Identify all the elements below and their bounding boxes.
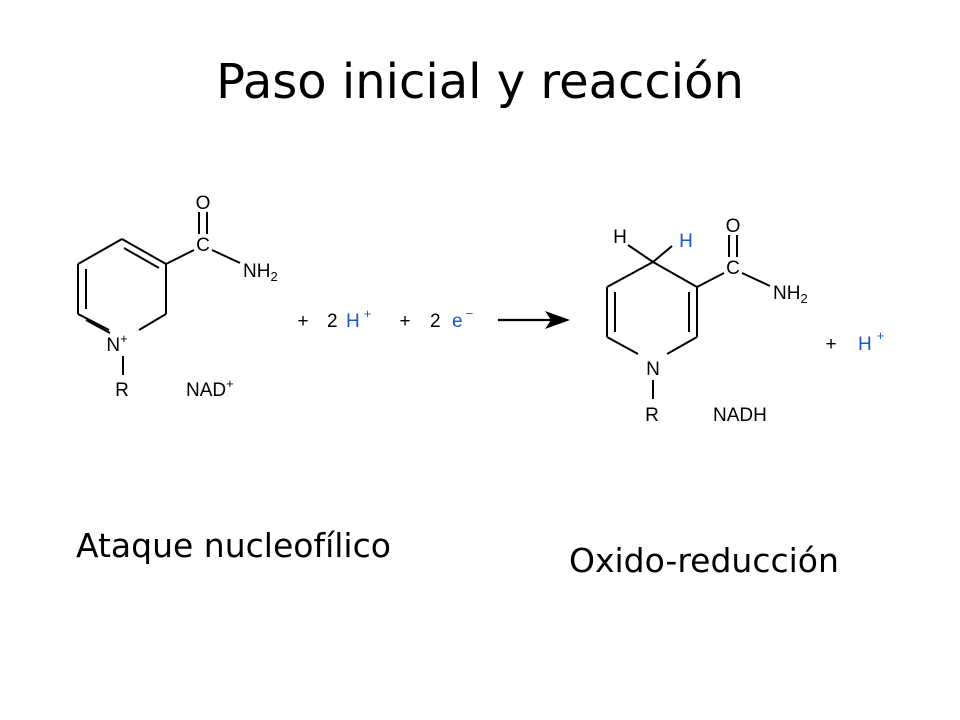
slide-title: Paso inicial y reacción	[216, 54, 744, 110]
equation-terms: + 2 H+ + 2 e−	[297, 306, 473, 332]
byproduct-proton-charge: +	[877, 328, 885, 343]
plus-sign-1: +	[297, 311, 308, 332]
proton-coefficient: 2	[327, 311, 338, 332]
electron-label: e	[452, 311, 463, 332]
proton-label: H	[346, 311, 360, 332]
nadh-atom-nh: NH2	[773, 283, 808, 306]
nadh-structure: H H O C NH2 N R NADH	[606, 216, 808, 426]
byproduct-proton-label: H	[858, 334, 872, 355]
nadh-atom-n: N	[646, 359, 660, 380]
nadh-atom-c: C	[726, 258, 740, 279]
proton-term: H+	[346, 306, 371, 332]
nad-n-charge: +	[120, 331, 128, 346]
nad-ring-bonds	[77, 212, 241, 375]
nad-atom-nh: NH2	[243, 261, 278, 284]
nadh-ring-bonds	[606, 235, 771, 399]
electron-term: e−	[452, 306, 473, 332]
electron-charge: −	[466, 306, 474, 321]
nad-atom-o: O	[196, 193, 211, 214]
plus-sign-2: +	[399, 311, 410, 332]
electron-coefficient: 2	[430, 311, 441, 332]
nadh-atom-r: R	[645, 405, 659, 426]
nad-name-charge: +	[226, 376, 234, 391]
nad-plus-structure: O C NH2 N+ R NAD+	[77, 193, 278, 401]
nadh-atom-h-left: H	[613, 227, 627, 248]
proton-charge: +	[364, 306, 372, 321]
caption-nucleophilic-attack: Ataque nucleofílico	[76, 526, 391, 565]
nadh-atom-h-right: H	[679, 231, 693, 252]
reaction-arrow	[498, 311, 570, 329]
nadh-nh-label: NH	[773, 283, 800, 304]
nad-nh-subscript: 2	[270, 269, 277, 284]
caption-redox: Oxido-reducción	[569, 541, 839, 580]
nad-nh-label: NH	[243, 261, 270, 282]
nad-atom-c: C	[196, 235, 210, 256]
nad-n-label: N	[106, 335, 120, 356]
byproduct-proton: + H+	[825, 328, 884, 355]
nad-atom-r: R	[115, 380, 129, 401]
nadh-atom-o: O	[726, 216, 741, 237]
nad-name-label: NAD	[186, 380, 226, 401]
nad-name: NAD+	[186, 376, 234, 401]
plus-sign-3: +	[825, 334, 836, 355]
byproduct-proton-term: H+	[858, 328, 884, 355]
nad-atom-n: N+	[106, 331, 127, 356]
nadh-name: NADH	[713, 405, 767, 426]
nadh-nh-subscript: 2	[800, 291, 807, 306]
